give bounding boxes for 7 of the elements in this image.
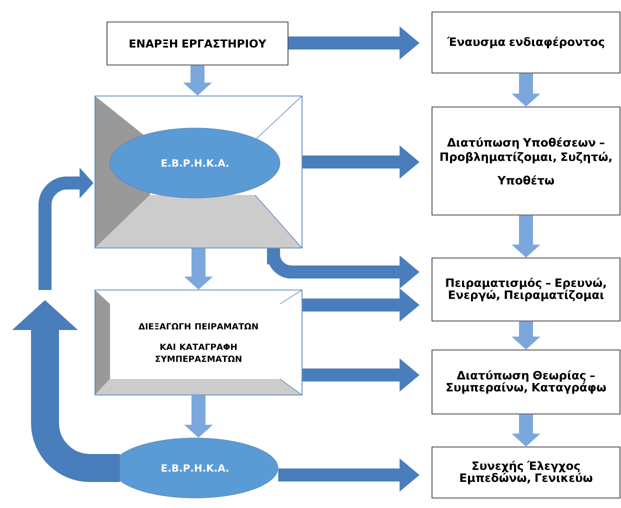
process-box: Διατύπωση Θεωρίας – Συμπεραίνω, Καταγράφω [432, 350, 620, 414]
bevel-box: ΔΙΕΞΑΓΩΓΗ ΠΕΙΡΑΜΑΤΩΝ ΚΑΙ ΚΑΤΑΓΡΑΦΗ ΣΥΜΠΕΡΑΣΜΑΤΩΝ [94, 290, 302, 396]
process-box: ΕΝΑΡΞΗ ΕΡΓΑΣΤΗΡΙΟΥ [106, 22, 288, 66]
process-box: Έναυσμα ενδιαφέροντος [432, 12, 620, 74]
process-box: Συνεχής Έλεγχος Εμπεδώνω, Γενικεύω [432, 446, 620, 498]
process-box: Διατύπωση Υποθέσεων – Προβληματίζομαι, Συζητώ, Υποθέτω [432, 106, 620, 216]
process-box: Πειραματισμός – Ερευνώ, Ενεργώ, Πειραματίζομαι [432, 258, 620, 322]
